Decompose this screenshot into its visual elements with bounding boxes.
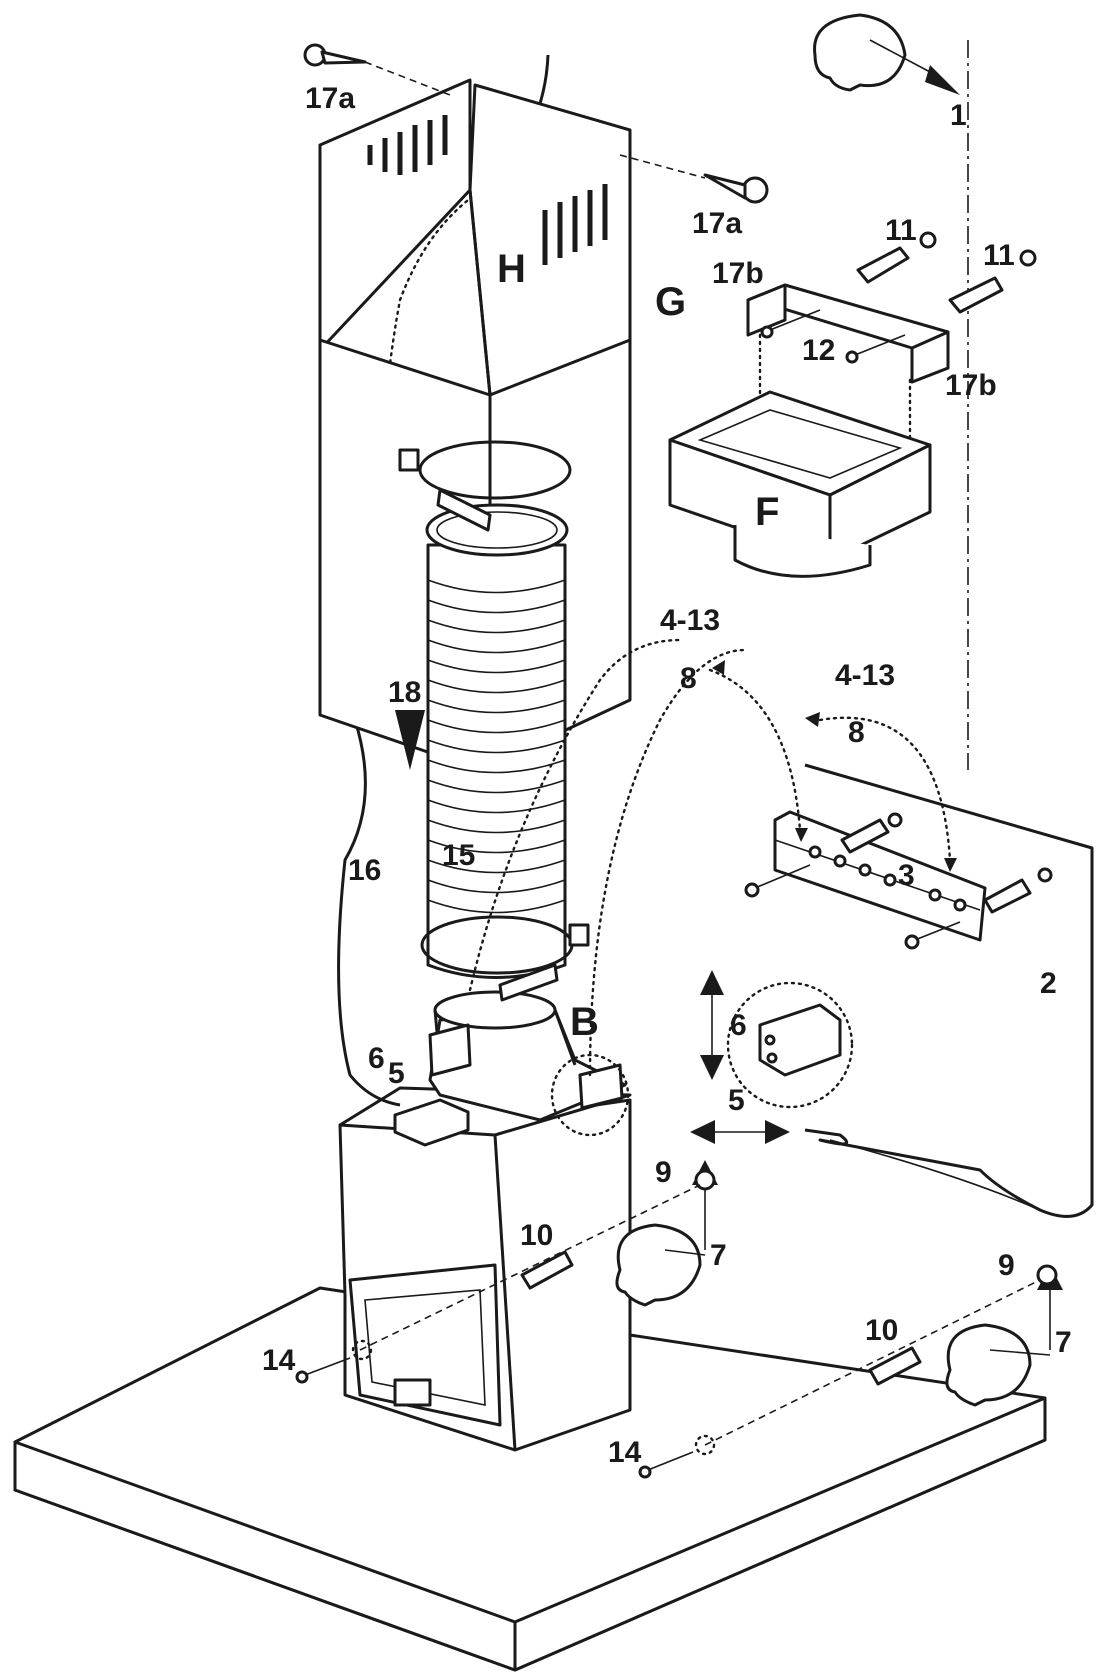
bracket-screw-right bbox=[854, 334, 906, 356]
label-11-a: 11 bbox=[885, 214, 917, 247]
arrow-rail-right bbox=[944, 858, 957, 872]
wall-plug-10-right bbox=[868, 1346, 922, 1386]
screw-14-right bbox=[647, 1451, 694, 1471]
hole-14-right bbox=[694, 1434, 716, 1456]
label-16: 16 bbox=[348, 854, 381, 887]
label-F: F bbox=[755, 490, 779, 534]
label-14-a: 14 bbox=[262, 1344, 296, 1377]
marker-9-left bbox=[694, 1169, 716, 1191]
upper-bracket-left-tab bbox=[746, 283, 787, 337]
label-3: 3 bbox=[898, 859, 915, 892]
label-6-a: 6 bbox=[368, 1042, 385, 1075]
label-10-a: 10 bbox=[520, 1219, 553, 1252]
left-bracket-tab bbox=[428, 1023, 472, 1077]
screw-14-left-head bbox=[295, 1370, 309, 1384]
wall-plug-11-right bbox=[948, 249, 1037, 314]
screw-14-left bbox=[304, 1357, 351, 1376]
label-9-b: 9 bbox=[998, 1249, 1015, 1282]
label-4-13-b: 4-13 bbox=[835, 659, 895, 692]
detail-bracket-screw-bottom bbox=[766, 1052, 778, 1064]
wall-plug-11-left bbox=[856, 231, 937, 284]
dotted-arc-left-small bbox=[708, 668, 802, 832]
rail-screw-left bbox=[754, 864, 811, 889]
junction-box bbox=[393, 1098, 470, 1147]
vertical-adjust-arrow bbox=[700, 970, 724, 1080]
screw-14-right-head bbox=[638, 1465, 652, 1479]
upper-hose-clamp bbox=[398, 440, 572, 532]
bracket-screw-head-right bbox=[845, 350, 859, 364]
detail-bracket-screw-top bbox=[764, 1034, 776, 1046]
hand-pencil-icon-top bbox=[813, 13, 960, 95]
chimney-vents-right bbox=[542, 184, 608, 265]
label-4-13-a: 4-13 bbox=[660, 604, 720, 637]
lower-hose-clamp bbox=[420, 915, 590, 1002]
wall-plug-10-left bbox=[520, 1250, 574, 1290]
label-5-b: 5 bbox=[728, 1084, 745, 1117]
fix-guide-right bbox=[704, 1279, 1041, 1446]
wall-sheet-curl bbox=[829, 1139, 1041, 1211]
hole-14-left bbox=[351, 1339, 373, 1361]
screw-17a-left-guide bbox=[364, 61, 451, 96]
label-11-b: 11 bbox=[983, 239, 1015, 272]
bracket-screw-left bbox=[769, 309, 821, 331]
marker-9-right bbox=[1036, 1264, 1058, 1286]
label-17b-right: 17b bbox=[945, 369, 997, 402]
arrow-8-right bbox=[805, 712, 820, 727]
diverter-side bbox=[828, 443, 932, 562]
dotted-arc-right bbox=[818, 716, 952, 862]
label-18: 18 bbox=[388, 676, 421, 709]
arrow-18 bbox=[395, 710, 425, 770]
rail-screw-head-right bbox=[904, 934, 920, 950]
label-6-b: 6 bbox=[730, 1009, 747, 1042]
arrow-8-left bbox=[712, 660, 725, 675]
label-7-a: 7 bbox=[710, 1239, 727, 1272]
chimney-upper-edge bbox=[468, 189, 492, 396]
horizontal-adjust-arrow bbox=[690, 1120, 790, 1144]
screw-17a-right-guide bbox=[619, 154, 706, 179]
rail-screw-right bbox=[914, 921, 961, 941]
motor-outlet-collar bbox=[433, 990, 557, 1030]
label-8-b: 8 bbox=[848, 716, 865, 749]
flexible-duct bbox=[425, 503, 569, 979]
arrow-rail-left bbox=[795, 828, 808, 842]
label-12: 12 bbox=[802, 334, 835, 367]
fix-guide-left bbox=[359, 1184, 701, 1351]
filter-notch bbox=[393, 1378, 432, 1407]
label-2: 2 bbox=[1040, 967, 1057, 1000]
screw-17a-right bbox=[703, 173, 769, 204]
detail-bracket-block bbox=[758, 1003, 842, 1077]
diverter-opening bbox=[697, 409, 903, 479]
dotted-arc-left-large bbox=[588, 648, 747, 1077]
label-1: 1 bbox=[950, 99, 967, 132]
motor-housing-edge bbox=[493, 1134, 517, 1451]
bracket-screw-head-left bbox=[760, 325, 774, 339]
label-9-a: 9 bbox=[655, 1156, 672, 1189]
filter-panel-inner bbox=[364, 1289, 486, 1406]
detail-circle-small bbox=[550, 1053, 630, 1137]
label-10-b: 10 bbox=[865, 1314, 898, 1347]
rail-screw-head-left bbox=[744, 882, 760, 898]
label-17a-right: 17a bbox=[692, 207, 742, 240]
diverter-collar bbox=[733, 525, 872, 578]
detail-circle-large bbox=[726, 981, 854, 1109]
label-B: B bbox=[570, 1000, 599, 1044]
label-5-a: 5 bbox=[388, 1057, 405, 1090]
screw-17a-left bbox=[303, 43, 367, 67]
rail-wall-plug-left bbox=[840, 812, 903, 854]
label-17a-left: 17a bbox=[305, 82, 355, 115]
hand-pencil-icon-right bbox=[945, 1265, 1063, 1407]
label-7-b: 7 bbox=[1055, 1326, 1072, 1359]
label-14-b: 14 bbox=[608, 1436, 642, 1469]
label-15: 15 bbox=[442, 839, 475, 872]
label-8-a: 8 bbox=[680, 662, 697, 695]
label-17b-left: 17b bbox=[712, 257, 764, 290]
label-G: G bbox=[655, 280, 686, 324]
label-H: H bbox=[497, 247, 526, 291]
chimney-vents-left bbox=[367, 115, 448, 175]
upper-bracket-right-tab bbox=[910, 330, 950, 384]
rail-wall-plug-right bbox=[983, 867, 1053, 914]
wall-rail-holes bbox=[808, 845, 967, 912]
